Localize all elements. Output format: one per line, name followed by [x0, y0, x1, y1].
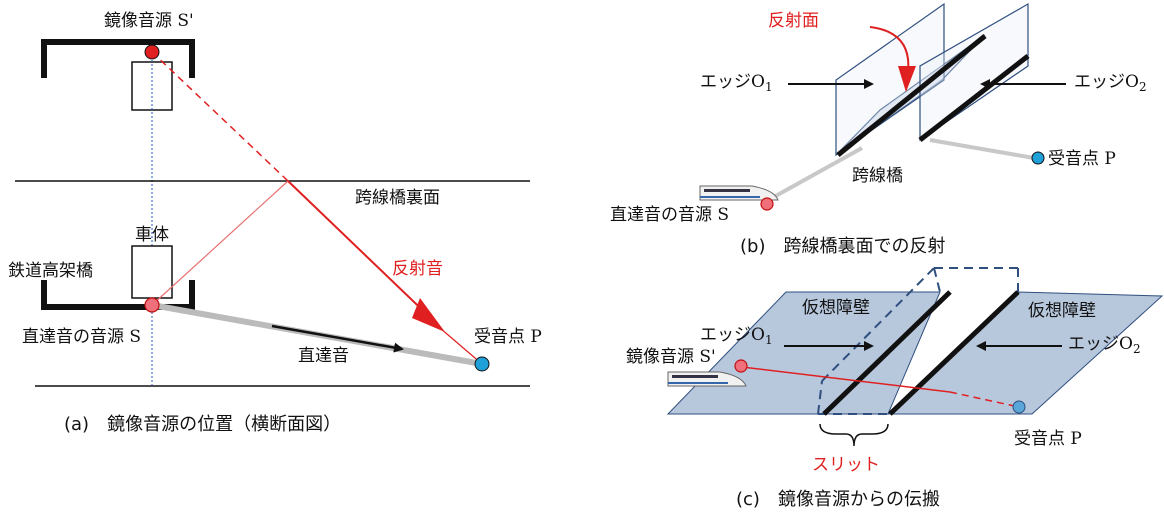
edge-o1-label-c: エッジO1 [700, 325, 773, 347]
incident-path [151, 180, 289, 306]
image-source-label: 鏡像音源 S' [104, 11, 194, 31]
left-wall [835, 2, 945, 157]
caption-b: (b) 跨線橋裏面での反射 [740, 236, 945, 257]
edge-o2 [918, 54, 1030, 142]
edge-o1 [836, 34, 987, 157]
reflect-pointer-head [898, 66, 916, 92]
edge-o2-label-c: エッジO2 [1068, 334, 1141, 356]
image-source-point [144, 44, 160, 60]
image-source-label-c: 鏡像音源 S' [626, 347, 716, 367]
underside-label: 跨線橋裏面 [355, 187, 440, 208]
direct-source-label: 直達音の音源 S [22, 327, 141, 347]
barrier2-label: 仮想障壁 [1028, 301, 1096, 321]
receiver-point [474, 356, 490, 372]
bridge-label: 跨線橋 [852, 166, 903, 186]
receiver-point-c [1012, 400, 1026, 414]
reflected-ray [287, 180, 439, 326]
receiver-label-b: 受音点 P [1048, 149, 1116, 169]
receiver-label-c: 受音点 P [1014, 429, 1082, 449]
edge-o1-label: エッジO1 [700, 72, 773, 94]
propagation-line [741, 366, 951, 393]
caption-c: (c) 鏡像音源からの伝搬 [736, 489, 940, 510]
reflected-arrowhead [412, 298, 445, 332]
train-icon-c [667, 371, 747, 387]
panel-b: 反射面 エッジO1 エッジO2 受音点 P 跨線橋 直達音の音源 S (b) 跨… [610, 2, 1147, 257]
receiver-label: 受音点 P [474, 327, 542, 347]
train-icon [699, 185, 779, 201]
mirror-viaduct [41, 39, 195, 78]
slit-brace [819, 423, 889, 447]
barrier1-label: 仮想障壁 [802, 298, 870, 318]
car-body [131, 245, 173, 299]
reflected-label: 反射音 [392, 259, 443, 279]
source-label-b: 直達音の音源 S [610, 205, 729, 225]
receiver-point-b [1031, 151, 1045, 165]
edge-o2-label: エッジO2 [1074, 72, 1147, 94]
path-to-bridge [771, 146, 863, 200]
direct-label: 直達音 [298, 346, 349, 366]
slit-outline [817, 267, 1019, 415]
viaduct-label: 鉄道高架橋 [8, 261, 93, 281]
image-path-dashed [151, 51, 289, 182]
edge-o1-c [822, 290, 952, 416]
source-point [144, 297, 160, 313]
reflect-pointer [869, 26, 910, 73]
slit-label: スリット [812, 455, 880, 475]
reflected-ray-tail [439, 327, 483, 365]
panel-a: 鏡像音源 S' 跨線橋裏面 車体 鉄道高架橋 反射音 直達音の音源 S 直達音 … [8, 11, 542, 435]
source-point-b [760, 197, 774, 211]
path-to-receiver [929, 138, 1035, 160]
edge-o2-c [888, 290, 1020, 416]
reflect-surface-label: 反射面 [768, 11, 819, 31]
direct-arrow [271, 324, 404, 353]
viaduct [41, 280, 195, 310]
panel-c: 仮想障壁 仮想障壁 エッジO1 エッジO2 鏡像音源 S' 受音点 P スリット… [626, 267, 1164, 510]
image-source-point-c [734, 359, 748, 373]
car-body-label: 車体 [135, 225, 169, 245]
caption-a: (a) 鏡像音源の位置（横断面図） [64, 414, 341, 435]
